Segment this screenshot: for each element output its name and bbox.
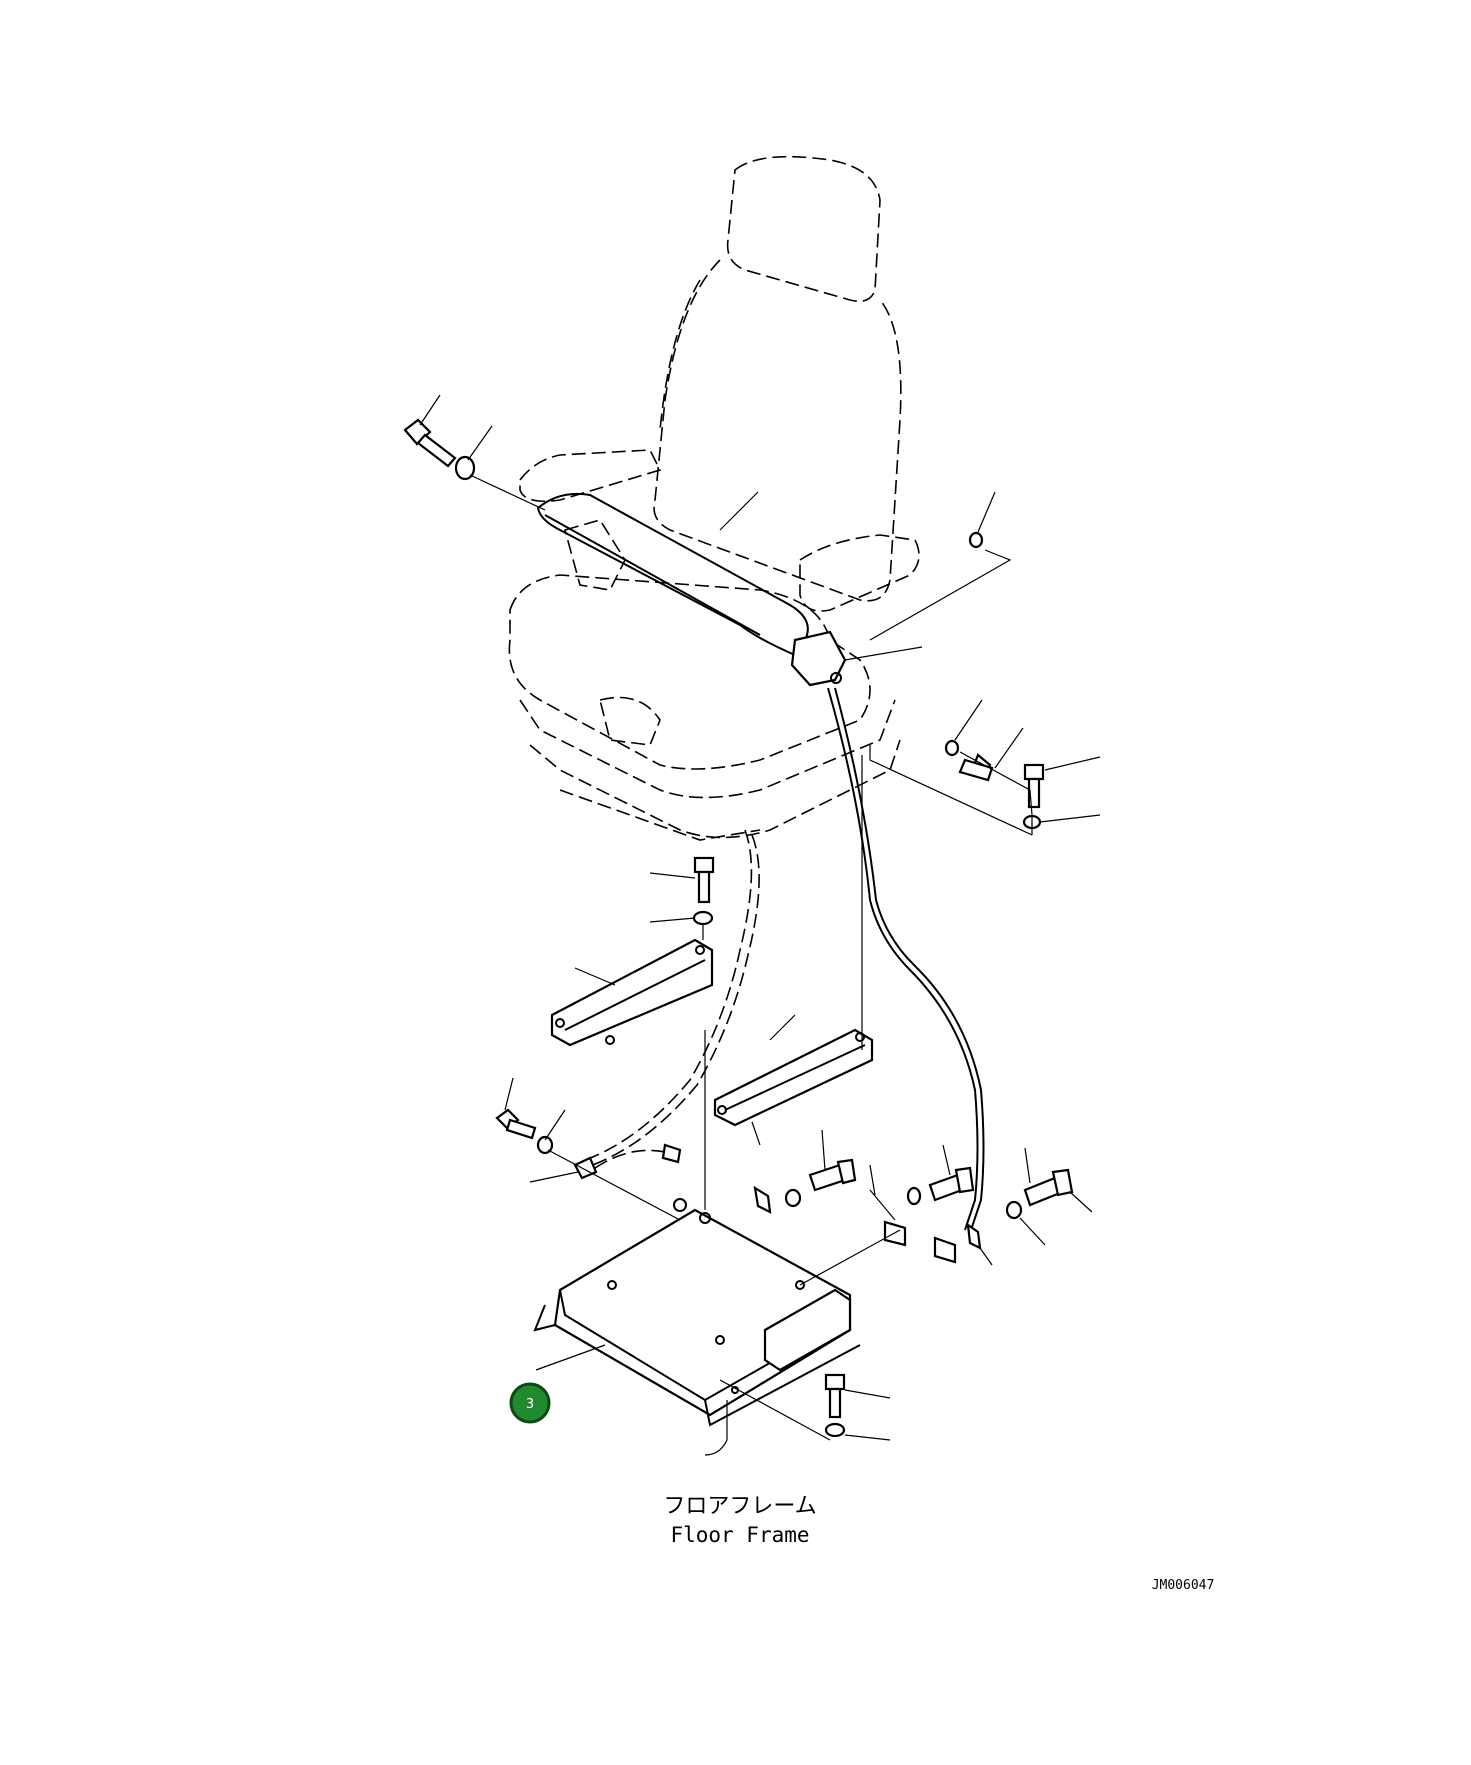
seat-belt (536, 492, 985, 1231)
seat-rails (550, 938, 874, 1127)
assembly-lines (469, 474, 1033, 1456)
leader-lines (419, 394, 1101, 1441)
bolt-bottom-vertical (824, 1373, 846, 1419)
harness-dashed (584, 829, 760, 1169)
bolt-right-side (958, 753, 994, 782)
drawing-code: JM006047 (1152, 1578, 1215, 1593)
bolt-left-lower (495, 1108, 537, 1140)
floor-frame (533, 1198, 861, 1427)
caption-japanese: フロアフレーム (663, 1494, 816, 1519)
clips (573, 1143, 982, 1264)
seat-outline (508, 155, 920, 841)
callout-3[interactable]: 3 (509, 1382, 551, 1424)
callout-label: 3 (526, 1397, 534, 1412)
bolt-middle-lower-1 (808, 1158, 857, 1192)
bolt-top-left (403, 418, 457, 468)
bolt-middle-lower-2 (928, 1166, 975, 1202)
bolt-right-lower (1023, 1168, 1074, 1207)
bolt-right-vertical (1023, 763, 1045, 809)
bolt-center-vertical (693, 856, 715, 904)
washers (454, 455, 1042, 1438)
caption-english: Floor Frame (670, 1523, 809, 1547)
